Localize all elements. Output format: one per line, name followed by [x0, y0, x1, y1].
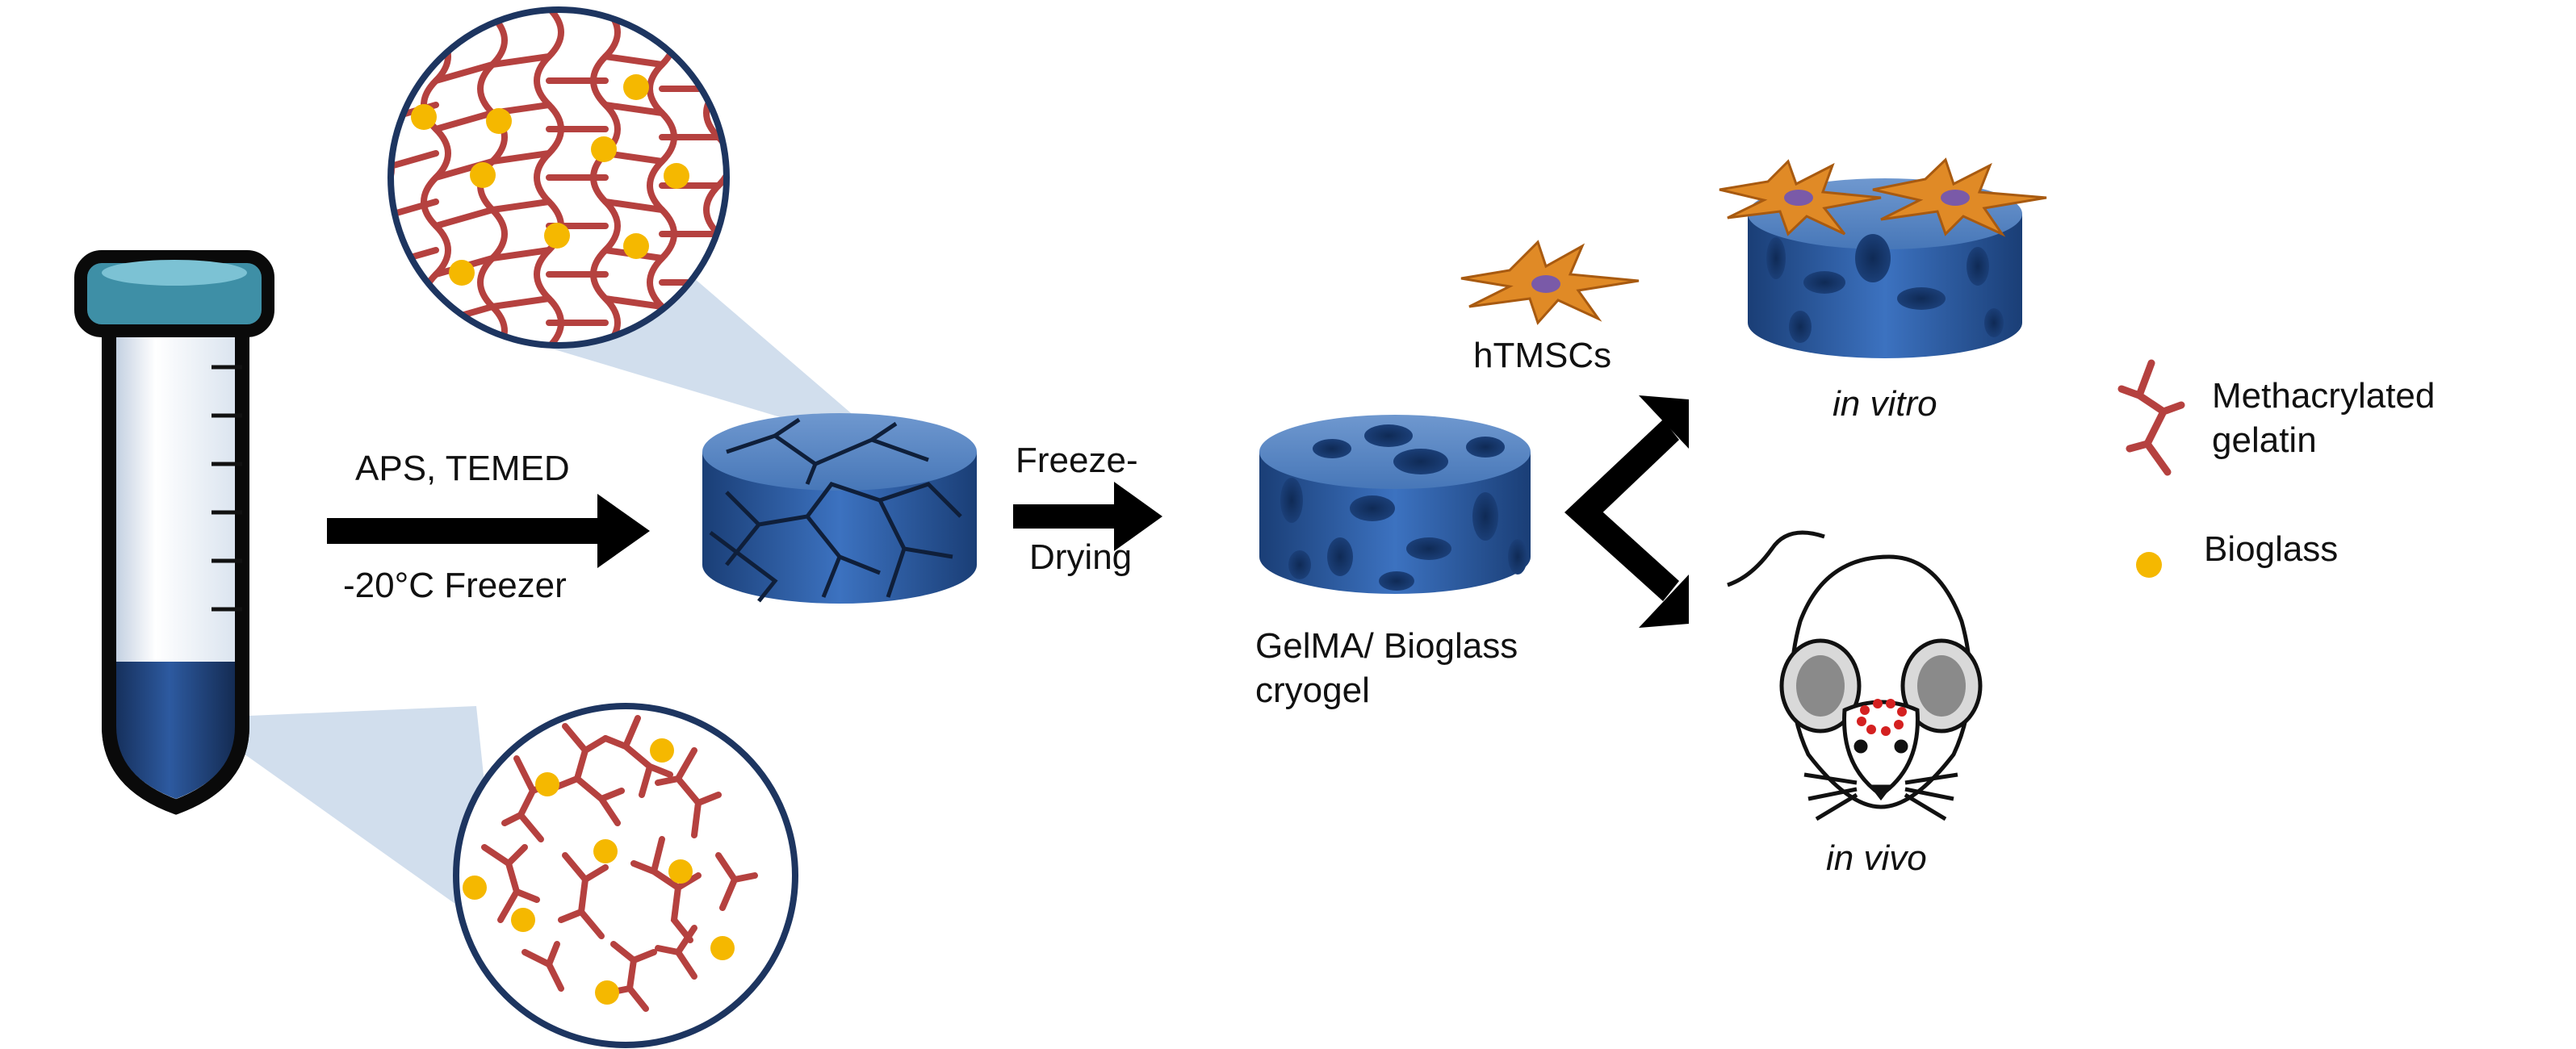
- fork-arrows: [1564, 395, 1689, 628]
- arrow-freezing: [327, 494, 650, 568]
- legend-bioglass-dot-icon: [2136, 552, 2162, 578]
- zoom-circle-network: [387, 6, 730, 349]
- step2-top-label: Freeze-: [1016, 441, 1138, 480]
- legend-bioglass-label: Bioglass: [2204, 529, 2338, 569]
- in-vivo-label: in vivo: [1826, 838, 1927, 878]
- step1-top-label: APS, TEMED: [355, 449, 570, 488]
- stem-cell-icon: [1460, 240, 1640, 325]
- zoom-cone-bottom: [194, 706, 501, 936]
- cryogel-icon: [1259, 415, 1531, 594]
- seeded-cell-icon-1: [1719, 159, 1882, 236]
- tube-icon: [74, 250, 274, 815]
- cryogel-label-line1: GelMA/ Bioglass: [1255, 626, 1518, 666]
- legend-gelatin-icon: [2117, 359, 2185, 476]
- cells-label: hTMSCs: [1473, 336, 1611, 375]
- zoom-circle-solution: [453, 703, 798, 1048]
- in-vitro-label: in vitro: [1833, 384, 1937, 424]
- seeded-cell-icon-2: [1872, 157, 2047, 237]
- step2-bottom-label: Drying: [1029, 537, 1132, 577]
- frozen-gel-icon: [702, 413, 977, 604]
- legend-gelatin-line1: Methacrylated: [2212, 376, 2435, 416]
- cryogel-label-line2: cryogel: [1255, 671, 1370, 710]
- legend-gelatin-line2: gelatin: [2212, 420, 2317, 460]
- arrow-freeze-drying: [1013, 482, 1162, 551]
- step1-bottom-label: -20°C Freezer: [343, 566, 567, 605]
- mouse-icon: [1727, 530, 1983, 821]
- implant-site-mark: [1857, 699, 1907, 736]
